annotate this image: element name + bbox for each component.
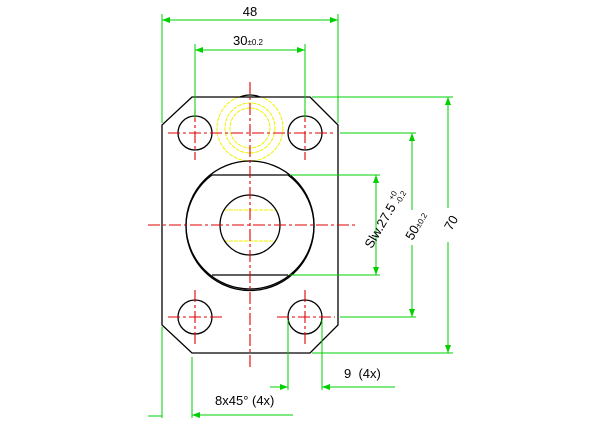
- dim-wrench-value: Slw.27.5: [361, 201, 399, 251]
- dim-wrench-tol-lower: -0.2: [394, 189, 409, 206]
- dim-width-label: 48: [243, 4, 257, 19]
- dim-hole-vertical-label: 50±0.2: [402, 209, 430, 243]
- dim-hole-spacing-label: 30±0.2: [233, 33, 264, 48]
- center-lines: [148, 82, 355, 368]
- dim-hole-dia-label: 9 (4x): [344, 366, 381, 381]
- dim-chamfer-label: 8x45° (4x): [215, 393, 274, 408]
- dim-height-label: 70: [441, 213, 461, 233]
- dimension-lines: [148, 14, 453, 418]
- dim-wrench-label: Slw.27.5 +0 -0.2: [361, 189, 409, 251]
